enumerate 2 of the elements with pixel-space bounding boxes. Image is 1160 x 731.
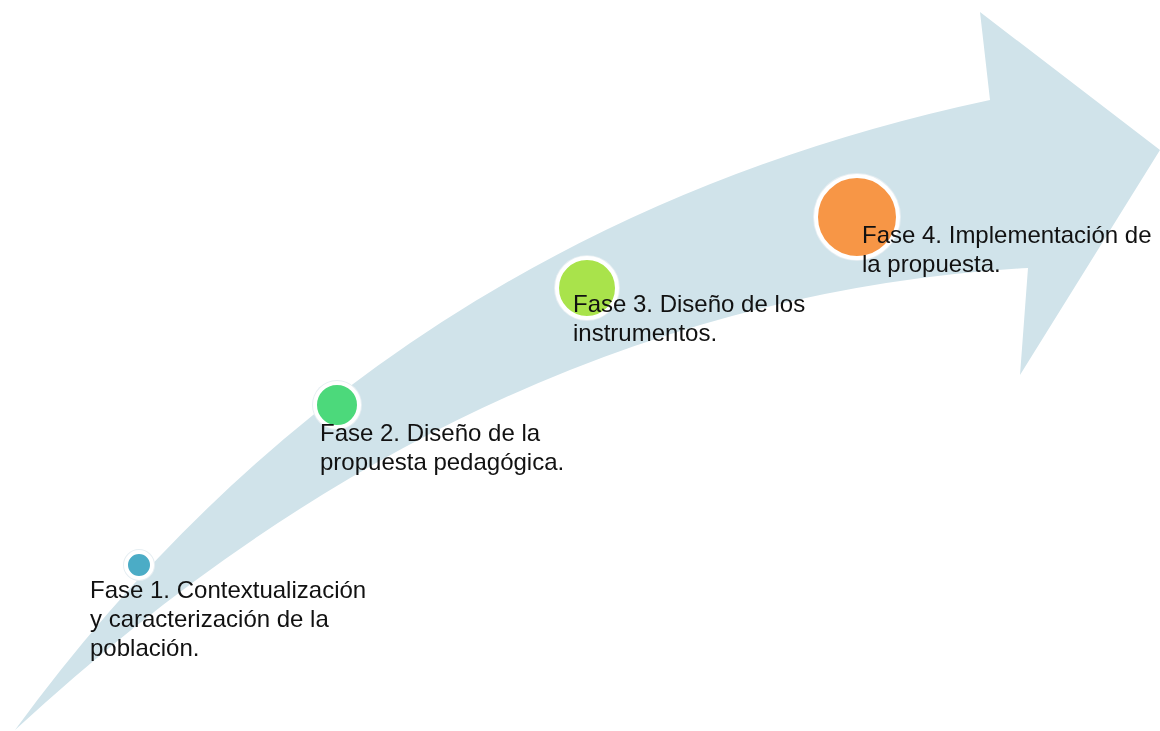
phase-text: Fase 2. Diseño de la propuesta pedagógica. — [320, 418, 566, 476]
phase-text: Fase 1. Contextualización y caracterización de la población. — [90, 575, 368, 662]
